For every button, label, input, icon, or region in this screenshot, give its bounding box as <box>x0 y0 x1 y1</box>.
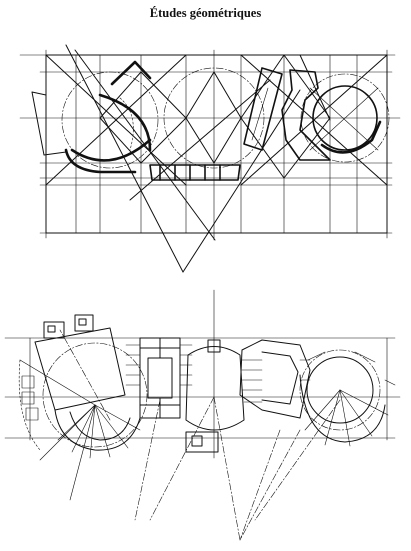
construction-frame <box>45 54 388 234</box>
vertical-guides <box>45 49 388 241</box>
right-rotunda <box>299 349 396 447</box>
left-plan-block <box>34 314 141 451</box>
dashed-inner-arc <box>119 97 134 151</box>
floor-plan-drawing <box>4 289 401 541</box>
left-outer-dashed-arc <box>18 359 41 451</box>
left-plan-circle <box>42 342 148 448</box>
construction-circles <box>61 67 390 169</box>
middle-stair-treads <box>125 344 193 386</box>
diagonal-construction <box>45 44 388 273</box>
tilted-block-shape <box>243 67 283 151</box>
middle-stair-block <box>139 337 181 419</box>
right-circle-shape <box>309 85 382 154</box>
left-bracket-shape <box>31 91 67 156</box>
wavy-band-shape <box>281 69 331 161</box>
left-ring-segments <box>19 359 141 501</box>
projection-rays <box>59 329 341 541</box>
plan-guides <box>4 289 401 459</box>
horizontal-guides <box>19 54 401 234</box>
middle-slab-shape <box>149 164 241 181</box>
geometric-construction-drawing <box>19 44 401 273</box>
left-arc-shape <box>64 60 152 174</box>
right-wedge-treads <box>241 359 311 403</box>
right-wedge-block <box>239 339 311 419</box>
central-hall <box>185 339 245 453</box>
left-edge-bays <box>21 375 39 421</box>
page-title: Études géométriques <box>149 6 262 20</box>
